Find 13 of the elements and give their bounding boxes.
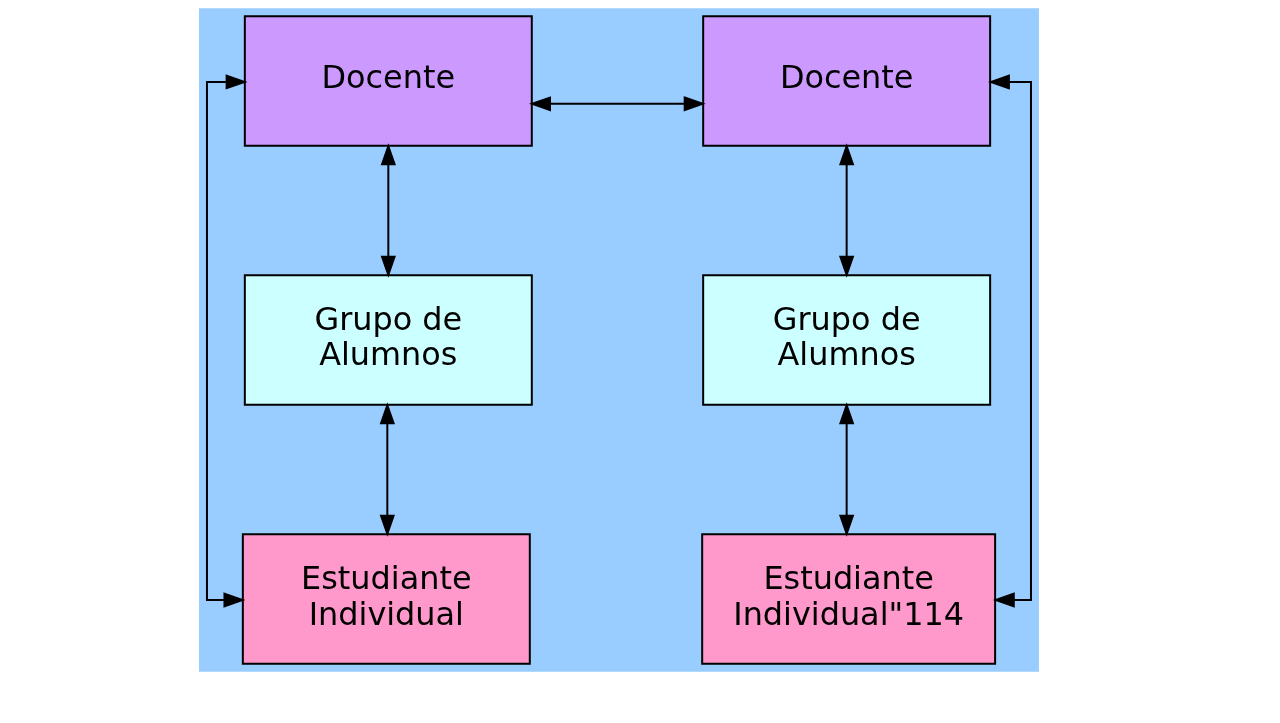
arrow: [380, 143, 396, 278]
node-box: Grupo de Alumnos: [243, 274, 533, 406]
node-box: Estudiante Individual"114: [700, 533, 996, 665]
arrow: [205, 74, 248, 608]
arrow: [987, 74, 1032, 608]
node-box: Grupo de Alumnos: [701, 274, 991, 406]
arrow: [838, 143, 854, 278]
arrow: [379, 402, 395, 537]
node-box: Estudiante Individual: [241, 533, 531, 665]
arrow: [528, 96, 706, 112]
arrow: [838, 402, 854, 537]
node-box: Docente: [701, 15, 991, 147]
node-box: Docente: [243, 15, 533, 147]
